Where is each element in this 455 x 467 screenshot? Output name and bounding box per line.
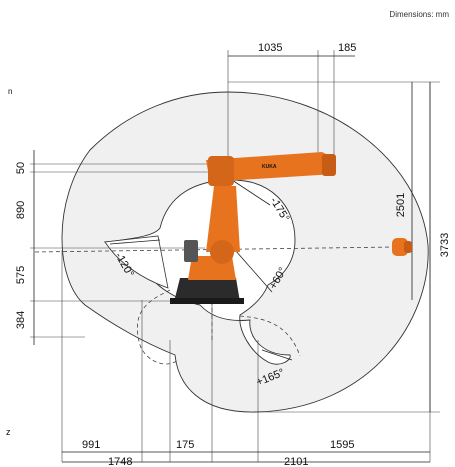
robot-illustration: KUKA bbox=[170, 152, 412, 304]
edge-text-bottom: z bbox=[6, 427, 11, 437]
dashed-reach-arc-left bbox=[136, 289, 179, 365]
angle-ray-neg120 bbox=[109, 239, 161, 245]
robot-base bbox=[174, 278, 240, 302]
edge-text-top: n bbox=[8, 87, 12, 96]
dim-185: 185 bbox=[338, 42, 356, 54]
robot-tool-end bbox=[392, 238, 408, 256]
angle-ray-pos165 bbox=[261, 349, 293, 361]
dim-50: 50 bbox=[15, 162, 27, 174]
dim-1748: 1748 bbox=[108, 456, 132, 467]
robot-shoulder-joint bbox=[210, 240, 234, 264]
dim-175: 175 bbox=[176, 439, 194, 451]
dim-575: 575 bbox=[15, 266, 27, 284]
dim-2101: 2101 bbox=[284, 456, 308, 467]
dimensions-units-label: Dimensions: mm bbox=[389, 10, 449, 19]
inner-lobe-left bbox=[104, 235, 169, 289]
angle-ray-pos60 bbox=[234, 249, 273, 293]
robot-motor bbox=[184, 240, 198, 262]
dim-1035: 1035 bbox=[258, 42, 282, 54]
robot-lower-arm bbox=[206, 186, 240, 252]
dim-2501: 2501 bbox=[395, 193, 407, 217]
dim-991: 991 bbox=[82, 439, 100, 451]
robot-wrist bbox=[322, 154, 336, 176]
robot-elbow bbox=[208, 156, 234, 186]
dim-384: 384 bbox=[15, 311, 27, 329]
robot-brand-text: KUKA bbox=[262, 164, 277, 170]
robot-upper-arm bbox=[206, 152, 334, 182]
dim-890: 890 bbox=[15, 201, 27, 219]
dim-3733: 3733 bbox=[439, 233, 451, 257]
robot-base-plate bbox=[170, 298, 244, 304]
angle-ray-neg175 bbox=[231, 179, 271, 206]
dim-1595: 1595 bbox=[330, 439, 354, 451]
robot-tool-tip bbox=[404, 241, 412, 253]
